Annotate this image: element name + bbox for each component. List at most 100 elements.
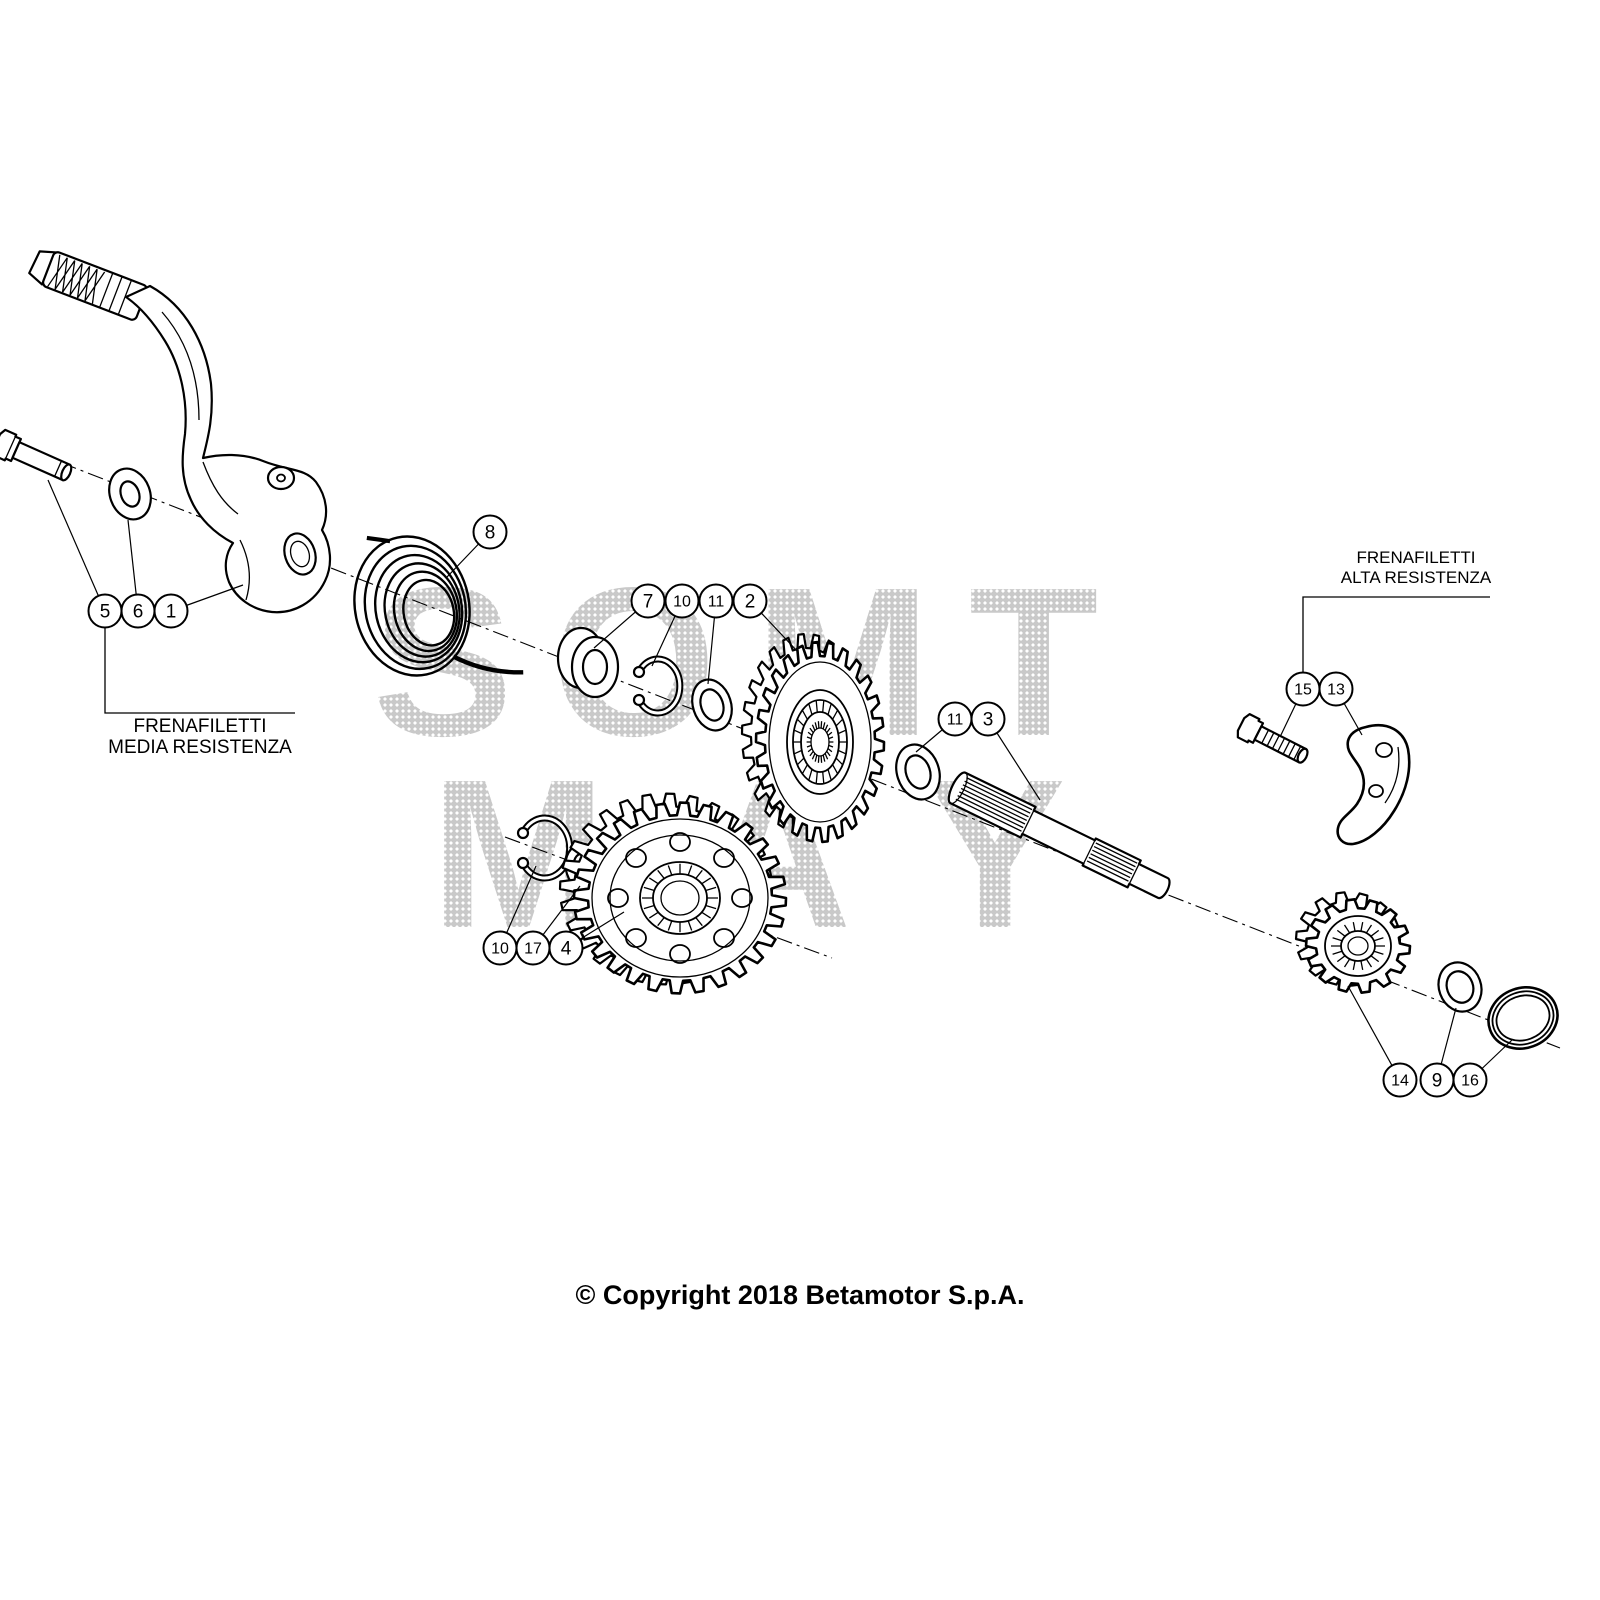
pawl-contour — [1384, 746, 1400, 804]
callout-leader-line — [47, 479, 106, 612]
part-ratchet-14 — [1294, 891, 1412, 994]
bolt-detail-lines — [5, 436, 63, 477]
shaft-left-end — [948, 771, 968, 805]
part-gear-2 — [740, 633, 886, 844]
note-media-line2: MEDIA RESISTENZA — [108, 737, 292, 758]
callout-circle[interactable] — [732, 583, 768, 619]
part-spring-8 — [353, 535, 524, 677]
callout-14[interactable]: 14 — [1347, 985, 1418, 1098]
gear-hole — [625, 928, 647, 948]
circlip-ear — [516, 856, 530, 870]
gear-hole — [669, 944, 691, 964]
callout-circle[interactable] — [472, 514, 508, 550]
gear-hole — [625, 848, 647, 868]
washer-hole — [904, 754, 932, 790]
callout-15[interactable]: 15 — [1279, 671, 1321, 738]
callout-number: 2 — [745, 592, 756, 613]
shaft-shoulders — [1020, 806, 1142, 888]
callout-10[interactable]: 10 — [651, 583, 700, 667]
grip-knurling — [47, 254, 106, 304]
part-pawl-13 — [1336, 724, 1411, 846]
shaft-body — [947, 771, 1171, 900]
washer-hole — [1445, 970, 1475, 1004]
circlip-ear — [632, 693, 646, 707]
ratchet-bore-inner — [1347, 936, 1369, 956]
callout-10[interactable]: 10 — [482, 865, 537, 966]
part-washer-11b — [895, 743, 941, 801]
bore-center — [660, 880, 700, 916]
callout-5[interactable]: 5 — [47, 479, 123, 629]
hub-outer — [639, 861, 721, 935]
hub-splines — [642, 863, 718, 933]
pawl-hole-upper — [1375, 742, 1393, 758]
circlip-ear — [516, 826, 530, 840]
spring-coil-6 — [402, 578, 456, 647]
note-alta-leader — [1302, 596, 1490, 672]
callout-16[interactable]: 16 — [1452, 1039, 1513, 1098]
washer-hole — [699, 688, 725, 722]
ratchet-splines — [1331, 921, 1385, 971]
gear-rim-inner — [591, 818, 769, 978]
part-washer-6 — [108, 467, 152, 521]
gear-hole — [731, 888, 753, 908]
callout-11[interactable]: 11 — [698, 583, 734, 685]
callout-1[interactable]: 1 — [153, 584, 244, 629]
callout-number: 15 — [1294, 682, 1312, 699]
ring-inner — [1495, 994, 1551, 1042]
callout-circle[interactable] — [1318, 671, 1354, 707]
part-washer-9 — [1437, 961, 1483, 1013]
note-media-line1: FRENAFILETTI — [133, 716, 267, 737]
callout-9[interactable]: 9 — [1419, 1007, 1457, 1098]
part-ring-16 — [1487, 986, 1559, 1050]
callout-number: 11 — [708, 594, 725, 611]
callout-4[interactable]: 4 — [548, 911, 625, 966]
callout-13[interactable]: 13 — [1318, 671, 1363, 736]
spring-top-end — [366, 535, 391, 544]
bushing-bore — [581, 648, 609, 686]
callout-6[interactable]: 6 — [120, 519, 156, 629]
lever-contour-lines — [161, 311, 251, 601]
spring-tail — [452, 654, 524, 675]
callout-circle[interactable] — [1382, 1062, 1418, 1098]
part-gear-4 — [558, 792, 788, 995]
lever-arm-outline — [124, 284, 332, 614]
part-shaft-3 — [947, 771, 1171, 900]
spring-coil-4 — [383, 562, 461, 658]
lever-pivot-hole — [266, 465, 296, 491]
lever-pivot-center — [276, 473, 286, 483]
gear-teeth — [572, 801, 788, 995]
callout-number: 7 — [643, 592, 654, 613]
spring-coil-2 — [363, 544, 468, 671]
part-kick-lever-1 — [28, 250, 332, 614]
part-bolt-15 — [1236, 713, 1309, 764]
grip-ridges — [98, 272, 133, 315]
note-alta-line1: FRENAFILETTI — [1356, 548, 1476, 567]
callout-circle[interactable] — [970, 701, 1006, 737]
gear-hole — [713, 848, 735, 868]
part-washer-11a — [691, 678, 733, 732]
hub-splines — [793, 700, 847, 784]
boss-bore-inner — [289, 540, 311, 568]
callout-circle[interactable] — [1452, 1062, 1488, 1098]
callout-circle[interactable] — [153, 593, 189, 629]
note-media-leader — [104, 628, 295, 714]
callout-7[interactable]: 7 — [593, 583, 666, 649]
bolt-head — [1236, 713, 1265, 744]
callout-number: 10 — [673, 594, 691, 611]
lever-grip — [28, 250, 148, 321]
gear-hole — [669, 832, 691, 852]
callout-number: 3 — [983, 710, 994, 731]
part-circlip-10a — [632, 655, 684, 717]
callout-leader-line — [1347, 985, 1401, 1081]
callout-8[interactable]: 8 — [446, 514, 508, 578]
part-circlip-10b — [516, 814, 574, 882]
callout-circle[interactable] — [548, 930, 584, 966]
hub-outer — [792, 699, 848, 785]
note-leader-lines — [104, 596, 1490, 714]
lever-boss — [283, 532, 317, 576]
callout-2[interactable]: 2 — [732, 583, 799, 653]
callout-3[interactable]: 3 — [970, 701, 1041, 801]
gear-web — [786, 689, 854, 795]
callout-11[interactable]: 11 — [915, 701, 973, 753]
